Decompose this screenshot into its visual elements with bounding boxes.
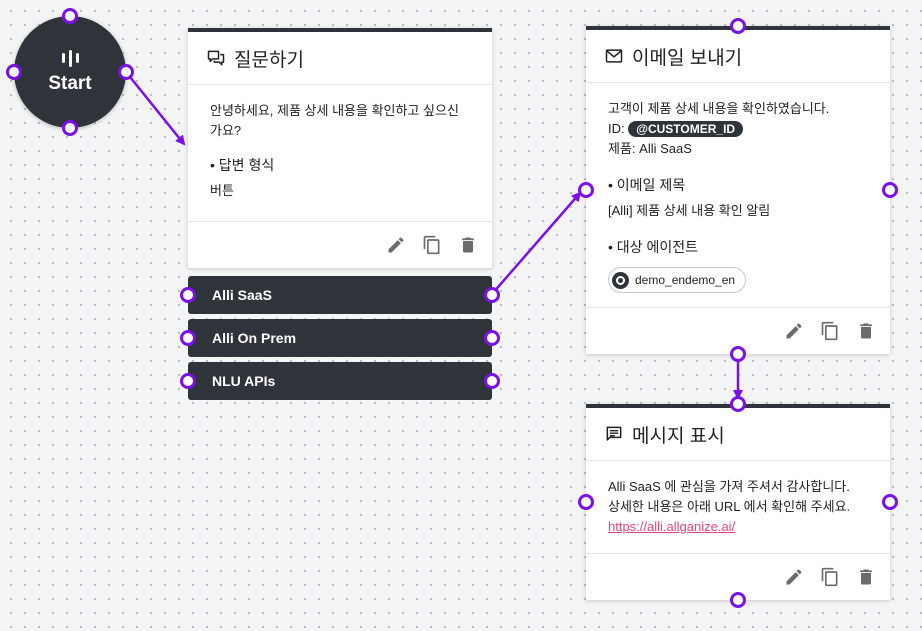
answer-format-label: • 답변 형식 bbox=[210, 157, 275, 173]
answer-option-alli-on-prem[interactable]: Alli On Prem bbox=[188, 319, 492, 357]
question-card-body: 안녕하세요, 제품 상세 내용을 확인하고 싶으신 가요? • 답변 형식 버튼 bbox=[188, 85, 492, 201]
edge-start-to-question[interactable] bbox=[125, 71, 186, 146]
trash-icon bbox=[462, 237, 474, 253]
delete-button[interactable] bbox=[458, 235, 478, 255]
start-label: Start bbox=[48, 73, 92, 94]
message-port-top[interactable] bbox=[730, 396, 746, 412]
start-port-left[interactable] bbox=[6, 64, 22, 80]
email-card-title: 이메일 보내기 bbox=[632, 47, 743, 69]
email-card-footer bbox=[586, 307, 890, 354]
edit-button[interactable] bbox=[784, 321, 804, 341]
copy-button[interactable] bbox=[422, 235, 442, 255]
message-card-header: 메시지 표시 bbox=[586, 408, 890, 461]
target-agent-label: • 대상 에이전트 bbox=[608, 239, 698, 255]
email-port-right[interactable] bbox=[882, 182, 898, 198]
start-port-right[interactable] bbox=[118, 64, 134, 80]
pencil-icon bbox=[786, 569, 802, 585]
chat-bubbles-icon bbox=[207, 50, 225, 66]
answer-format-value: 버튼 bbox=[210, 183, 234, 198]
question-text: 안녕하세요, 제품 상세 내용을 확인하고 싶으신 가요? bbox=[210, 103, 459, 138]
message-line: 상세한 내용은 아래 URL 에서 확인해 주세요. bbox=[608, 499, 851, 514]
email-card[interactable]: 이메일 보내기 고객이 제품 상세 내용을 확인하였습니다. ID: @CUST… bbox=[586, 26, 890, 354]
email-card-body: 고객이 제품 상세 내용을 확인하였습니다. ID: @CUSTOMER_ID … bbox=[586, 83, 890, 295]
answer-port-right-onprem[interactable] bbox=[484, 330, 500, 346]
trash-icon bbox=[860, 569, 872, 585]
answer-port-left-saas[interactable] bbox=[180, 287, 196, 303]
copy-icon bbox=[821, 567, 838, 587]
email-port-left[interactable] bbox=[578, 182, 594, 198]
answer-port-right-saas[interactable] bbox=[484, 287, 500, 303]
message-port-left[interactable] bbox=[578, 494, 594, 510]
pencil-icon bbox=[786, 323, 802, 339]
email-id-prefix: ID: bbox=[608, 121, 625, 136]
start-port-top[interactable] bbox=[62, 8, 78, 24]
message-link[interactable]: https://alli.allganize.ai/ bbox=[608, 519, 736, 534]
message-card-body: Alli SaaS 에 관심을 가져 주셔서 감사합니다. 상세한 내용은 아래… bbox=[586, 461, 890, 537]
answer-option-label: NLU APIs bbox=[212, 373, 276, 389]
start-port-bottom[interactable] bbox=[62, 120, 78, 136]
question-card-header: 질문하기 bbox=[188, 32, 492, 85]
trash-icon bbox=[860, 323, 872, 339]
answer-option-alli-saas[interactable]: Alli SaaS bbox=[188, 276, 492, 314]
message-line: Alli SaaS 에 관심을 가져 주셔서 감사합니다. bbox=[608, 479, 850, 494]
message-port-right[interactable] bbox=[882, 494, 898, 510]
answer-port-left-nlu[interactable] bbox=[180, 373, 196, 389]
email-product-line: 제품: Alli SaaS bbox=[608, 141, 692, 156]
pencil-icon bbox=[388, 237, 404, 253]
copy-icon bbox=[821, 321, 838, 341]
message-card[interactable]: 메시지 표시 Alli SaaS 에 관심을 가져 주셔서 감사합니다. 상세한… bbox=[586, 404, 890, 600]
question-card-title: 질문하기 bbox=[234, 49, 304, 71]
customer-id-tag: @CUSTOMER_ID bbox=[628, 121, 744, 137]
email-subject-label: • 이메일 제목 bbox=[608, 177, 686, 193]
delete-button[interactable] bbox=[856, 567, 876, 587]
email-port-top[interactable] bbox=[730, 18, 746, 34]
message-card-footer bbox=[586, 553, 890, 600]
email-port-bottom[interactable] bbox=[730, 346, 746, 362]
email-body-line: 고객이 제품 상세 내용을 확인하였습니다. bbox=[608, 101, 830, 116]
copy-icon bbox=[423, 235, 440, 255]
waveform-icon bbox=[61, 49, 79, 67]
answer-option-label: Alli SaaS bbox=[212, 287, 272, 303]
question-card[interactable]: 질문하기 안녕하세요, 제품 상세 내용을 확인하고 싶으신 가요? • 답변 … bbox=[188, 28, 492, 268]
message-card-title: 메시지 표시 bbox=[632, 425, 725, 447]
delete-button[interactable] bbox=[856, 321, 876, 341]
message-icon bbox=[606, 426, 622, 441]
start-node[interactable]: Start bbox=[14, 16, 126, 128]
copy-button[interactable] bbox=[820, 567, 840, 587]
email-card-header: 이메일 보내기 bbox=[586, 30, 890, 83]
edge-saas-to-email[interactable] bbox=[491, 191, 582, 295]
question-card-footer bbox=[188, 221, 492, 268]
answer-option-label: Alli On Prem bbox=[212, 330, 297, 346]
answer-option-nlu-apis[interactable]: NLU APIs bbox=[188, 362, 492, 400]
email-id-line: ID: @CUSTOMER_ID bbox=[608, 119, 868, 139]
message-port-bottom[interactable] bbox=[730, 592, 746, 608]
agent-chip: demo_endemo_en bbox=[608, 267, 747, 293]
edit-button[interactable] bbox=[386, 235, 406, 255]
answer-port-right-nlu[interactable] bbox=[484, 373, 500, 389]
email-subject-value: [Alli] 제품 상세 내용 확인 알림 bbox=[608, 203, 771, 218]
edit-button[interactable] bbox=[784, 567, 804, 587]
avatar bbox=[612, 271, 629, 289]
envelope-icon bbox=[605, 49, 623, 63]
answer-port-left-onprem[interactable] bbox=[180, 330, 196, 346]
copy-button[interactable] bbox=[820, 321, 840, 341]
agent-name: demo_endemo_en bbox=[635, 273, 736, 287]
